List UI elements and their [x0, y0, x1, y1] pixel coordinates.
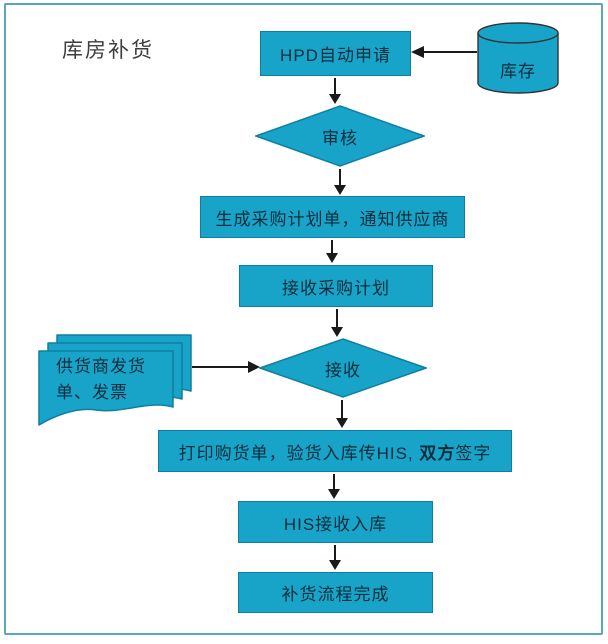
node-label: 生成采购计划单，通知供应商: [215, 209, 450, 229]
arrowhead-down-icon: [329, 560, 341, 570]
node-label: HIS接收入库: [283, 514, 388, 534]
process-hpd-auto-request: HPD自动申请: [260, 31, 411, 76]
arrowhead-down-icon: [326, 253, 338, 263]
database-inventory: 库存: [476, 21, 560, 95]
documents-supplier-invoice: 供货商发货单、发票: [38, 334, 192, 426]
node-label: 审核: [322, 128, 358, 148]
process-receive-purchase-plan: 接收采购计划: [239, 265, 433, 307]
node-label: 接收采购计划: [282, 278, 390, 298]
arrow-line: [339, 169, 341, 185]
arrowhead-down-icon: [328, 489, 340, 499]
arrow-line: [424, 51, 477, 53]
arrow-line: [333, 474, 335, 489]
diamond-shape: [259, 338, 427, 398]
process-his-receive: HIS接收入库: [238, 501, 433, 543]
page-frame: [4, 3, 603, 635]
decision-receive: 接收: [259, 338, 427, 398]
arrowhead-down-icon: [329, 94, 341, 104]
process-complete: 补货流程完成: [238, 572, 433, 613]
node-label: 补货流程完成: [281, 585, 390, 604]
node-label: 接收: [325, 360, 361, 380]
diagram-title: 库房补货: [62, 39, 154, 62]
arrowhead-left-icon: [411, 46, 424, 58]
arrow-line: [331, 240, 333, 253]
process-print-order-sign: 打印购货单，验货入库传HIS, 双方签字: [158, 430, 512, 472]
label-bold: 双方: [419, 443, 456, 463]
arrow-line: [192, 366, 248, 368]
diamond-shape: [255, 105, 425, 167]
arrowhead-down-icon: [336, 418, 348, 428]
node-label: 库存: [500, 61, 536, 81]
multi-document-shape: [38, 334, 192, 426]
arrow-line: [341, 400, 343, 418]
node-label: 打印购货单，验货入库传HIS, 双方签字: [179, 439, 492, 464]
label-prefix: 打印购货单，验货入库传HIS,: [178, 443, 420, 463]
arrowhead-down-icon: [331, 327, 343, 337]
node-label: 供货商发货单、发票: [56, 357, 146, 402]
process-create-purchase-plan: 生成采购计划单，通知供应商: [200, 196, 465, 238]
arrowhead-right-icon: [248, 361, 260, 373]
cylinder-shape: [477, 22, 559, 94]
label-suffix: 签字: [455, 443, 492, 463]
arrow-line: [336, 309, 338, 328]
arrowhead-down-icon: [334, 185, 346, 195]
arrow-line: [334, 78, 336, 95]
arrow-line: [334, 545, 336, 560]
decision-review: 审核: [255, 105, 425, 167]
node-label: HPD自动申请: [280, 46, 391, 65]
